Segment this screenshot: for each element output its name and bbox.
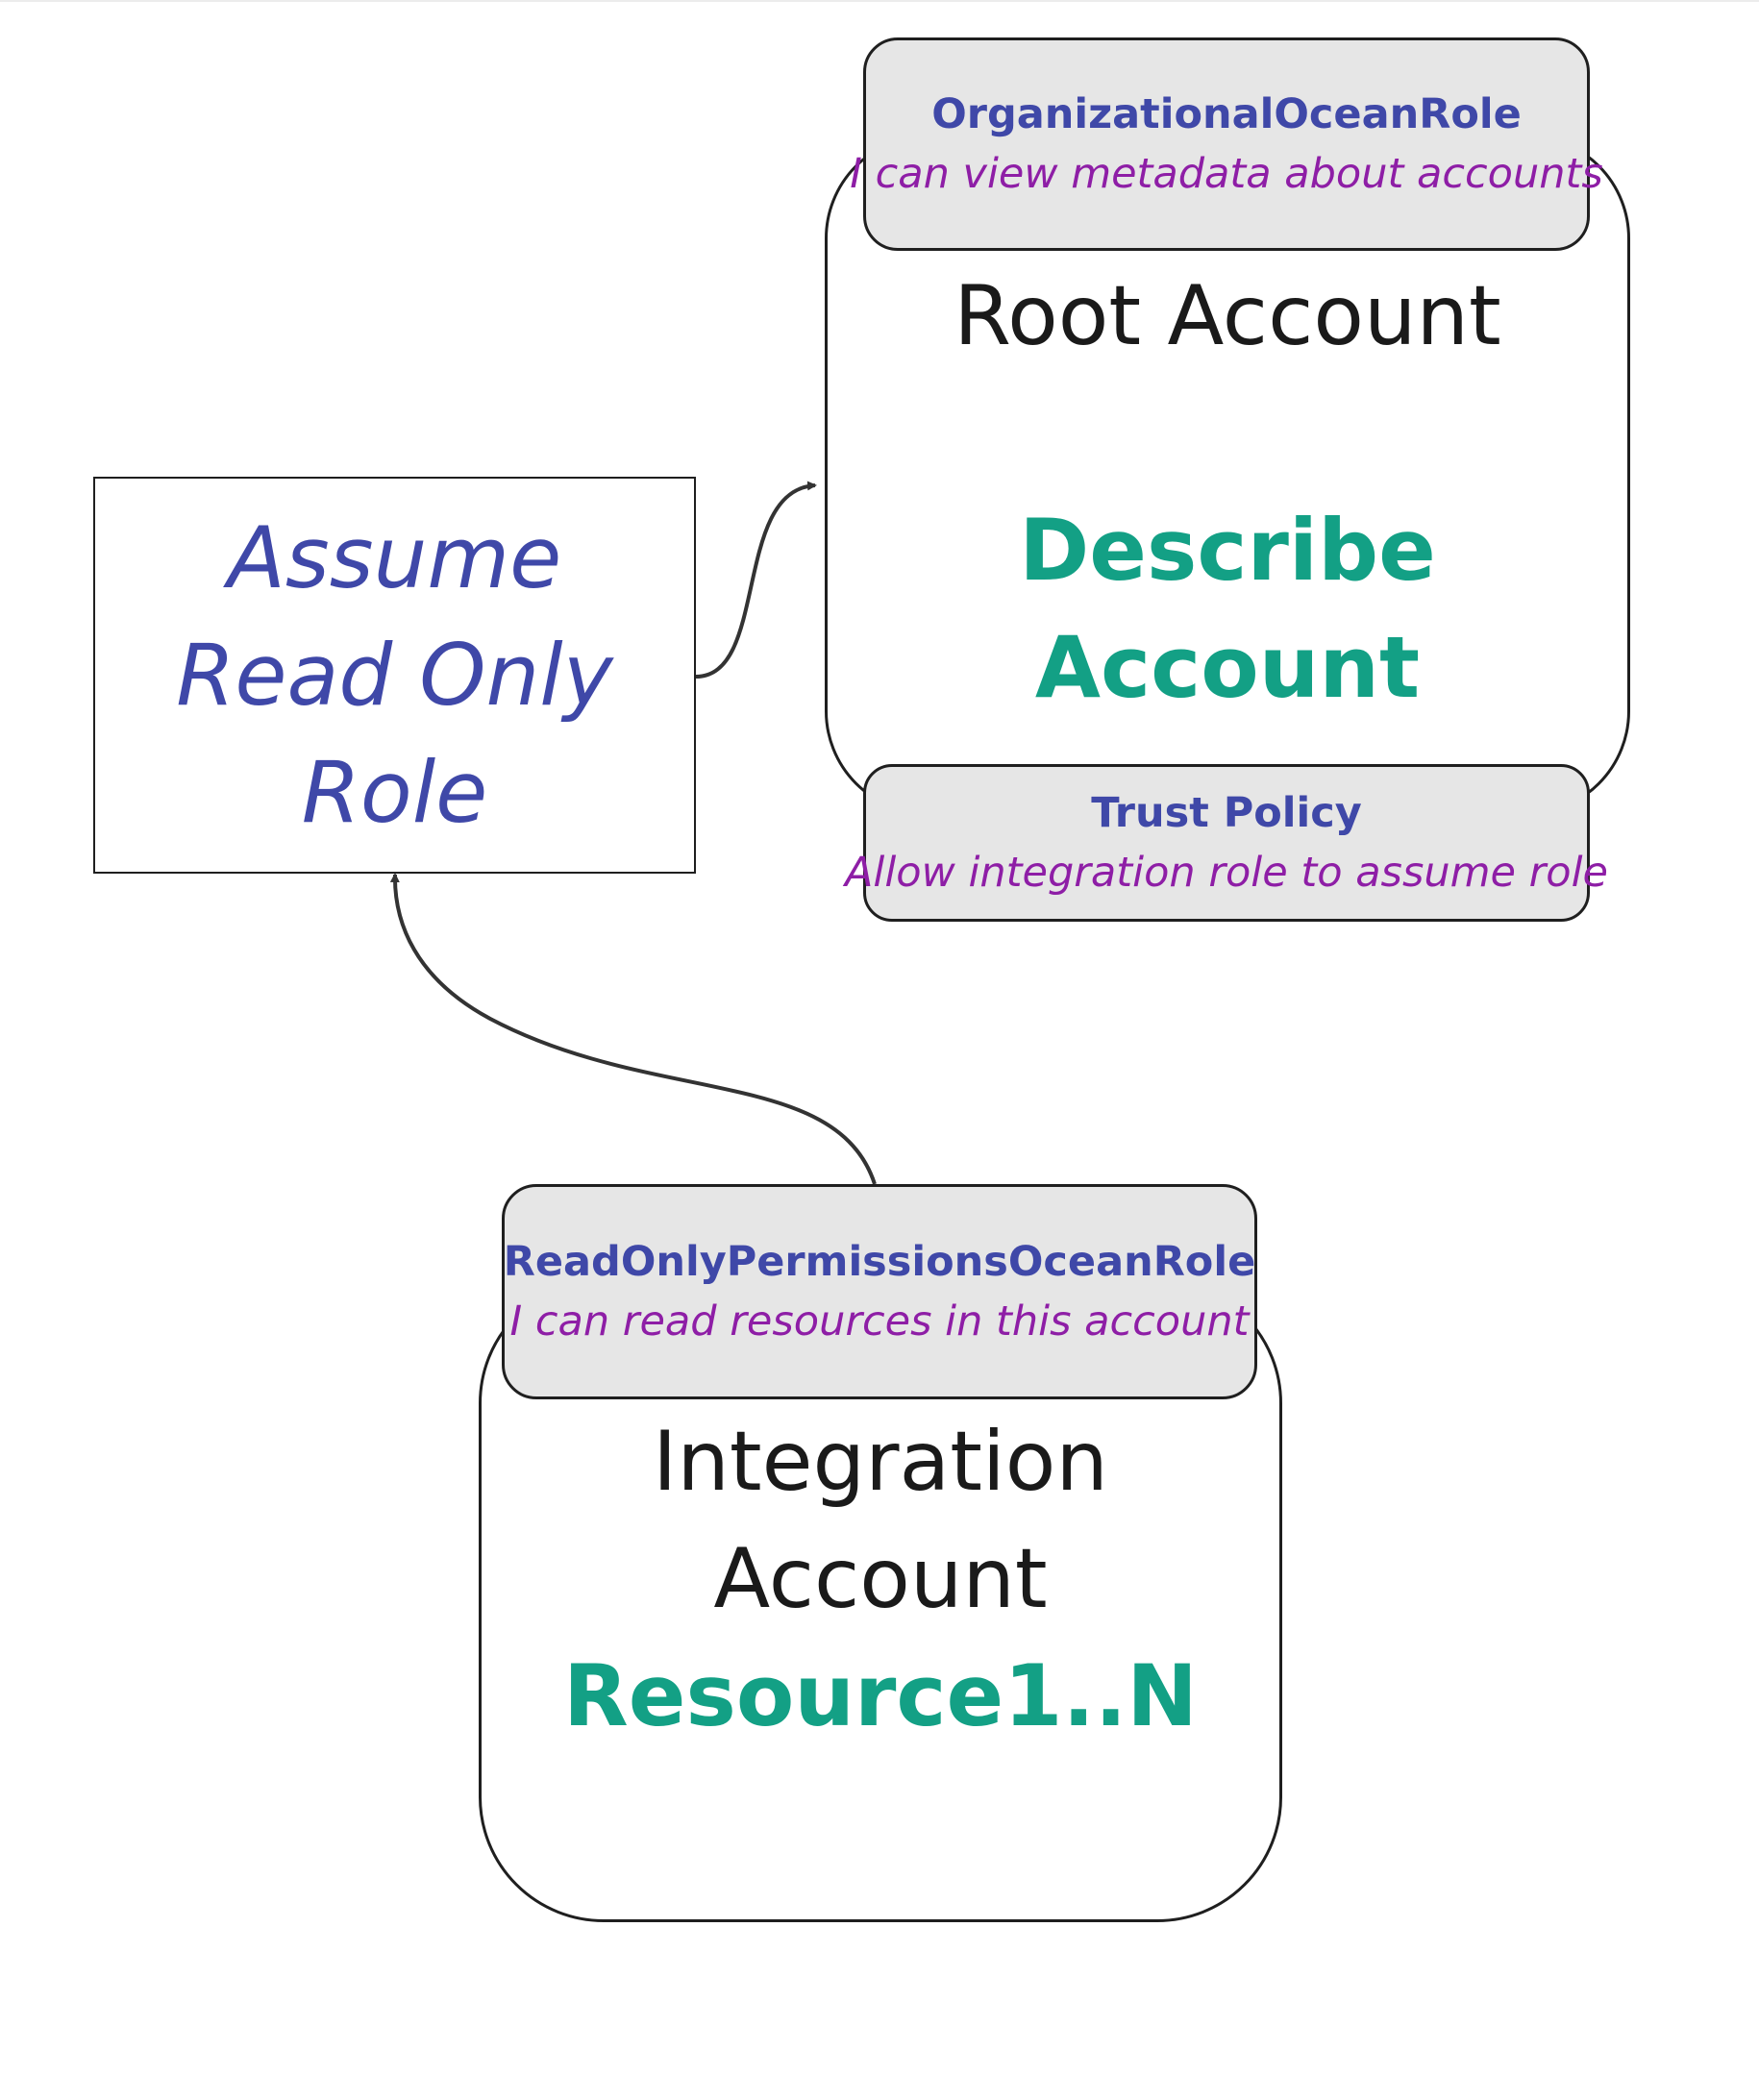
assume-read-only-role-box: Assume Read Only Role: [93, 477, 696, 874]
integration-account-title-wrap: Integration Account Resource1..N: [479, 1403, 1282, 1755]
readonly-permissions-ocean-role-box: ReadOnlyPermissionsOceanRole I can read …: [502, 1184, 1257, 1399]
describe-label: Describe: [1019, 501, 1436, 600]
arrow-assume-to-root: [695, 481, 817, 679]
trust-policy-desc: Allow integration role to assume role: [844, 849, 1609, 897]
describe-account-wrap: Describe Account: [825, 492, 1630, 727]
trust-policy-name: Trust Policy: [1091, 789, 1362, 837]
assume-line-2: Read Only: [176, 625, 613, 725]
organizational-ocean-role-name: OrganizationalOceanRole: [931, 90, 1522, 138]
root-account-title-wrap: Root Account: [825, 258, 1630, 375]
arrow-integration-to-assume: [389, 873, 877, 1185]
assume-line-3: Role: [301, 742, 488, 842]
trust-policy-box: Trust Policy Allow integration role to a…: [845, 764, 1608, 922]
organizational-ocean-role-box: OrganizationalOceanRole I can view metad…: [850, 37, 1603, 251]
top-rule: [0, 0, 1759, 2]
describe-account-label: Account: [1034, 618, 1421, 717]
readonly-permissions-role-desc: I can read resources in this account: [509, 1297, 1250, 1346]
integration-title-line-2: Account: [713, 1531, 1048, 1627]
assume-line-1: Assume: [227, 507, 562, 607]
root-account-title: Root Account: [954, 268, 1501, 364]
readonly-permissions-role-name: ReadOnlyPermissionsOceanRole: [503, 1238, 1256, 1286]
integration-title-line-1: Integration: [653, 1414, 1108, 1510]
resource-label: Resource1..N: [563, 1646, 1198, 1745]
organizational-ocean-role-desc: I can view metadata about accounts: [850, 150, 1603, 198]
